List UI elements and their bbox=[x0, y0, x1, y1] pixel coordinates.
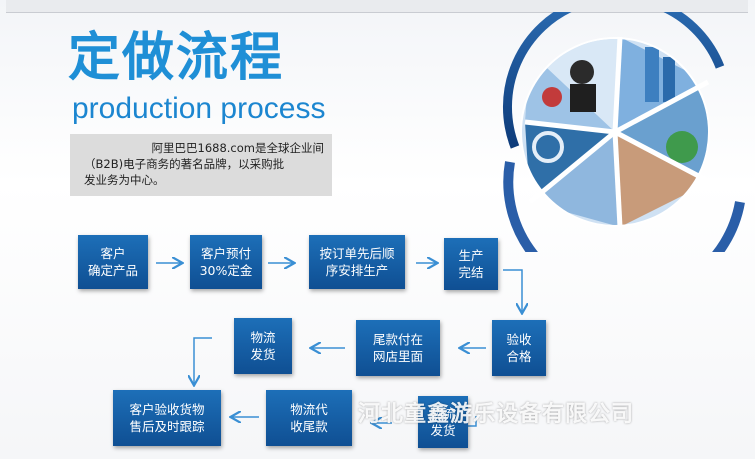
step-line: 合格 bbox=[506, 349, 532, 364]
arc-top bbox=[502, 12, 725, 149]
business-collage-image bbox=[502, 12, 745, 252]
step-line: 按订单先后顺 bbox=[319, 246, 395, 261]
step-customer-deposit: 客户预付 30%定金 bbox=[190, 235, 262, 289]
step-line: 完结 bbox=[458, 265, 484, 280]
step-balance-payment: 尾款付在网店里面 bbox=[356, 320, 440, 376]
step-production-complete: 生产完结 bbox=[444, 238, 498, 290]
step-line: 网店里面 bbox=[372, 349, 423, 364]
photo-hands-sector bbox=[615, 132, 708, 225]
step-line: 发货 bbox=[430, 423, 456, 438]
step-schedule-production: 按订单先后顺序安排生产 bbox=[309, 235, 405, 289]
intro-text: 阿里巴巴1688.com是全球企业间 （B2B)电子商务的著名品牌，以采购批 发… bbox=[70, 134, 332, 188]
step-line: 验收 bbox=[506, 332, 532, 347]
photo-gears-sector bbox=[525, 122, 615, 202]
step-line: 尾款付在 bbox=[372, 332, 423, 347]
intro-box: 阿里巴巴1688.com是全球企业间 （B2B)电子商务的著名品牌，以采购批 发… bbox=[70, 134, 332, 196]
top-divider bbox=[6, 12, 748, 13]
step-line: 物流 bbox=[430, 406, 456, 421]
woman-head-icon bbox=[570, 60, 594, 84]
intro-line-2: （B2B)电子商务的著名品牌，以采购批 bbox=[84, 157, 285, 171]
step-line: 收尾款 bbox=[290, 419, 328, 434]
step-inspection-passed: 验收合格 bbox=[492, 320, 546, 376]
page-subtitle: production process bbox=[72, 92, 326, 125]
globe-icon bbox=[666, 131, 698, 163]
arrow-s4-s5 bbox=[503, 269, 522, 312]
photo-buildings-sector bbox=[615, 39, 708, 132]
step-line: 发货 bbox=[250, 347, 276, 362]
step-logistics-shipping: 物流发货 bbox=[234, 318, 292, 374]
page-title: 定做流程 bbox=[68, 28, 285, 88]
step-customer-confirm-product: 客户确定产品 bbox=[78, 235, 148, 289]
step-line: 生产 bbox=[458, 248, 484, 263]
intro-line-1: 阿里巴巴1688.com是全球企业间 bbox=[151, 141, 324, 155]
network-node-icon bbox=[542, 87, 562, 107]
intro-line-3: 发业务为中心。 bbox=[84, 173, 165, 187]
step-logistics-collect-balance: 物流代收尾款 bbox=[266, 390, 352, 446]
arc-bottom bbox=[503, 161, 745, 252]
company-watermark: 河北童鑫游乐设备有限公司 bbox=[358, 402, 635, 427]
step-logistics-shipping-2: 物流发货 bbox=[418, 396, 468, 448]
arrow-s7-s8 bbox=[194, 337, 212, 384]
step-line: 售后及时跟踪 bbox=[129, 419, 205, 434]
step-line: 序安排生产 bbox=[325, 263, 389, 278]
woman-body-icon bbox=[570, 84, 596, 112]
step-line: 物流 bbox=[250, 330, 276, 345]
step-line: 确定产品 bbox=[87, 263, 138, 278]
step-line: 客户预付 bbox=[200, 246, 251, 261]
step-line: 客户 bbox=[100, 246, 126, 261]
gear-icon bbox=[532, 131, 564, 163]
step-customer-acceptance: 客户验收货物售后及时跟踪 bbox=[113, 390, 221, 446]
step-line: 物流代 bbox=[290, 402, 328, 417]
step-line: 客户验收货物 bbox=[129, 402, 205, 417]
step-line: 30%定金 bbox=[199, 263, 253, 278]
